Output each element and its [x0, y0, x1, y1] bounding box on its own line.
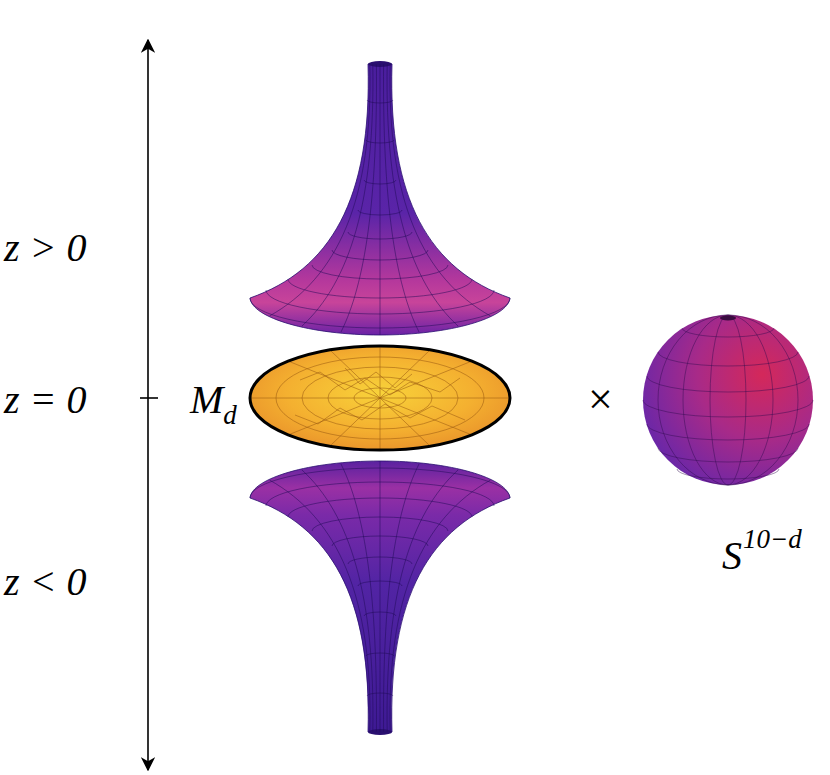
sphere-label: S — [722, 536, 742, 576]
upper-throat — [250, 61, 510, 335]
axis-label: z > 0 — [4, 228, 87, 268]
superscript: 10−d — [743, 526, 802, 553]
manifold-label: M — [190, 380, 223, 420]
lower-throat — [250, 461, 510, 735]
subscript: d — [223, 402, 237, 429]
axis-label: z = 0 — [4, 380, 87, 420]
axis-label: z < 0 — [4, 562, 87, 602]
z-axis — [140, 40, 158, 770]
sphere — [643, 315, 813, 485]
manifold-disk — [250, 346, 510, 450]
times-symbol: × — [588, 378, 613, 422]
